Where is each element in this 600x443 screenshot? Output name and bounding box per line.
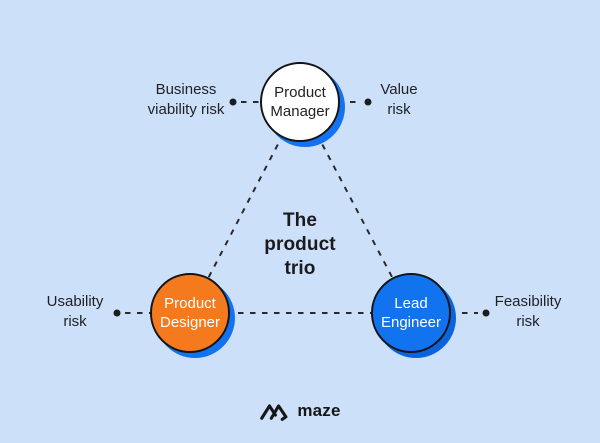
- risk-label-business-viability: Business viability risk: [147, 81, 225, 118]
- diagram-title: The product trio: [264, 210, 336, 279]
- maze-logo-text: maze: [297, 400, 341, 420]
- node-lead-engineer: Lead Engineer: [371, 273, 451, 353]
- maze-logo: maze: [0, 398, 600, 423]
- dot-usability: [113, 309, 121, 317]
- dot-value: [364, 98, 372, 106]
- dot-feasibility: [482, 309, 490, 317]
- risk-label-usability: Usability risk: [46, 293, 104, 330]
- maze-logo-icon: [260, 404, 288, 421]
- dot-business-viability: [229, 98, 237, 106]
- node-product-designer: Product Designer: [150, 273, 230, 353]
- risk-label-feasibility: Feasibility risk: [494, 293, 562, 330]
- risk-label-value: Value risk: [380, 81, 418, 118]
- node-product-manager: Product Manager: [260, 62, 340, 142]
